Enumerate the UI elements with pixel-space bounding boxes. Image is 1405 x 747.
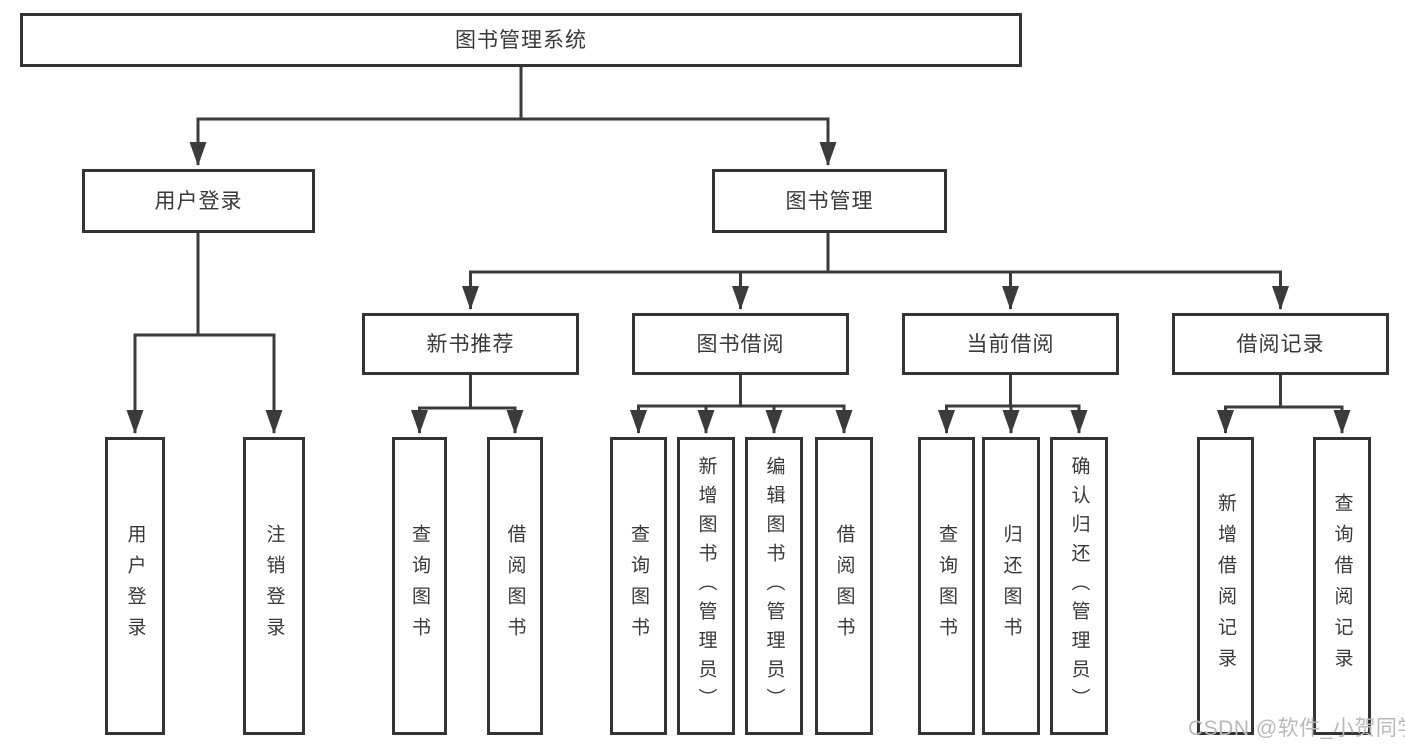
leaf-logout: 注销登录: [243, 437, 305, 735]
node-borrowing-records: 借阅记录: [1172, 313, 1389, 375]
node-user-login: 用户登录: [82, 169, 315, 233]
leaf-add-book-admin: 新增图书（管理员）: [677, 437, 735, 735]
leaf-query-book-2: 查询图书: [610, 437, 667, 735]
leaf-return-book: 归还图书: [982, 437, 1040, 735]
node-new-book-recommendation: 新书推荐: [362, 313, 579, 375]
node-library-management-system: 图书管理系统: [20, 13, 1022, 67]
node-current-borrowing: 当前借阅: [902, 313, 1119, 375]
leaf-query-book-3: 查询图书: [918, 437, 975, 735]
leaf-add-borrow-record: 新增借阅记录: [1197, 437, 1254, 735]
node-book-borrowing: 图书借阅: [632, 313, 849, 375]
leaf-query-borrow-record: 查询借阅记录: [1313, 437, 1371, 735]
leaf-borrow-book-1: 借阅图书: [487, 437, 543, 735]
leaf-borrow-book-2: 借阅图书: [815, 437, 873, 735]
leaf-edit-book-admin: 编辑图书（管理员）: [745, 437, 803, 735]
leaf-user-login: 用户登录: [105, 437, 165, 735]
node-book-management: 图书管理: [712, 169, 947, 233]
leaf-query-book-1: 查询图书: [392, 437, 447, 735]
leaf-confirm-return-admin: 确认归还（管理员）: [1050, 437, 1108, 735]
csdn-watermark: CSDN @软件_小贺同学: [1188, 717, 1405, 740]
